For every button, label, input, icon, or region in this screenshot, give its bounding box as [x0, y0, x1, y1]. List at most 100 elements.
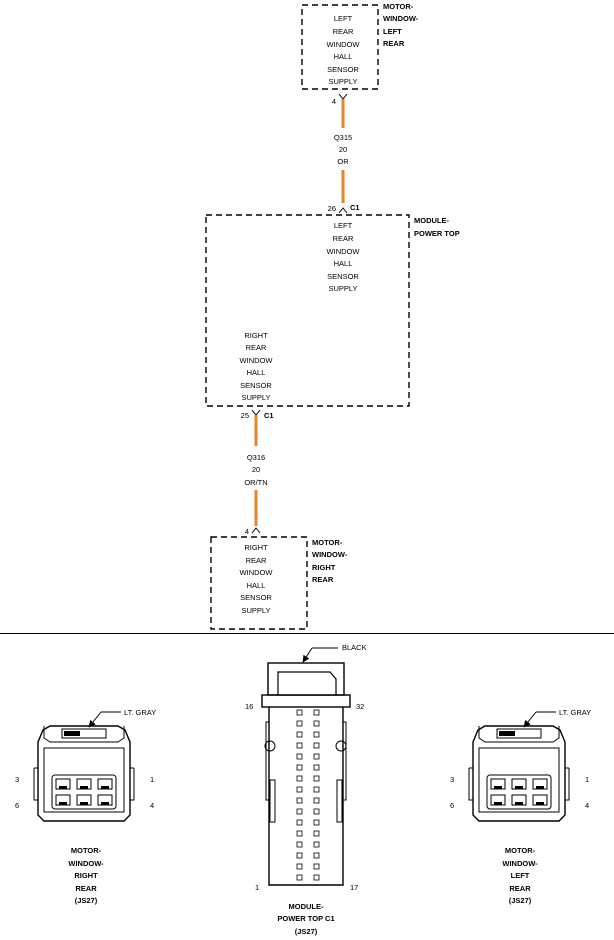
function-line: SENSOR	[240, 593, 272, 602]
connector-cavity	[296, 753, 303, 760]
leader-arrow	[302, 647, 313, 663]
name-line: MOTOR-	[383, 2, 414, 11]
function-line: LEFT	[334, 14, 353, 23]
name-line: POWER TOP	[414, 229, 460, 238]
function-line: SENSOR	[327, 65, 359, 74]
connector-pin-symbol	[338, 93, 348, 100]
caption-line: LEFT	[511, 871, 530, 880]
function-line: SUPPLY	[241, 606, 270, 615]
wire-q316: Q316 20 OR/TN	[244, 415, 268, 526]
housing-lock	[43, 726, 125, 743]
pin-label-3: 3	[15, 775, 19, 784]
connector-caption: MODULE- POWER TOP C1 (JS27)	[277, 902, 334, 936]
caption-line: (JS27)	[75, 896, 98, 905]
caption-line: POWER TOP C1	[277, 914, 334, 923]
lock-tab-fill	[499, 731, 515, 736]
leader-arrow	[88, 711, 102, 728]
latch-slot	[269, 779, 276, 823]
connector-caption: MOTOR- WINDOW- RIGHT REAR (JS27)	[68, 846, 104, 905]
terminal	[515, 802, 523, 805]
name-line: WINDOW-	[383, 14, 419, 23]
function-line: HALL	[334, 52, 353, 61]
cavity-block	[51, 774, 117, 810]
connector-pin-symbol	[251, 527, 261, 534]
function-line: SENSOR	[327, 272, 359, 281]
component-boundary	[205, 214, 410, 407]
leader-arrow	[523, 711, 537, 728]
function-line: HALL	[247, 368, 266, 377]
lock-tab-fill	[64, 731, 80, 736]
caption-line: REAR	[509, 884, 531, 893]
caption-line: MODULE-	[289, 902, 324, 911]
connector-cavity	[296, 709, 303, 716]
function-line: REAR	[246, 343, 267, 352]
connector-cavity	[296, 797, 303, 804]
terminal	[101, 802, 109, 805]
connector-pin-symbol	[251, 409, 261, 416]
name-line: LEFT	[383, 27, 402, 36]
connector-cavity	[313, 863, 320, 870]
wire-circuit: Q315	[334, 133, 352, 142]
caption-line: WINDOW-	[68, 859, 104, 868]
wire-circuit: Q316	[247, 453, 265, 462]
connector-cavity	[296, 874, 303, 881]
caption-line: WINDOW-	[502, 859, 538, 868]
connector-cavity	[296, 863, 303, 870]
connector-inner-wall	[478, 747, 560, 813]
function-line: SUPPLY	[328, 77, 357, 86]
connector-id: C1	[350, 203, 360, 212]
connector-cavity	[296, 808, 303, 815]
connector-cavity	[313, 841, 320, 848]
name-line: MOTOR-	[312, 538, 343, 547]
pin-number: 4	[332, 97, 336, 106]
function-line: WINDOW	[240, 568, 274, 577]
terminal	[536, 802, 544, 805]
pin-label-32: 32	[356, 702, 364, 711]
connector-face	[468, 725, 570, 822]
name-line: RIGHT	[312, 563, 336, 572]
pin-number: 4	[245, 527, 249, 536]
connector-housing	[37, 725, 131, 822]
connector-cavity	[313, 786, 320, 793]
connector-view-center: BLACK 16 32 1 17 MODULE- POWER TOP C1 (J…	[245, 643, 367, 936]
connector-cavity	[313, 709, 320, 716]
connector-cavity	[296, 720, 303, 727]
component-name-label: MOTOR- WINDOW- RIGHT REAR	[312, 538, 348, 584]
function-line: RIGHT	[244, 331, 268, 340]
terminal	[101, 786, 109, 789]
latch-right	[130, 767, 135, 801]
module-function-bottom: RIGHT REAR WINDOW HALL SENSOR SUPPLY	[240, 331, 274, 402]
connector-pin-symbol	[338, 207, 348, 214]
connector-cavity	[313, 874, 320, 881]
connector-cavity	[313, 720, 320, 727]
body-rails	[265, 721, 347, 801]
pin-label-1: 1	[585, 775, 589, 784]
connector-cavity	[296, 819, 303, 826]
name-line: REAR	[383, 39, 405, 48]
function-line: RIGHT	[244, 543, 268, 552]
function-line: REAR	[246, 556, 267, 565]
terminal	[494, 786, 502, 789]
connector-color-label: LT. GRAY	[559, 708, 591, 717]
connector-cavity	[313, 819, 320, 826]
connector-key	[277, 671, 337, 696]
pin-number: 26	[328, 204, 336, 213]
connector-cavity	[313, 753, 320, 760]
pin-label-1: 1	[150, 775, 154, 784]
terminal	[536, 786, 544, 789]
function-line: HALL	[247, 581, 266, 590]
connector-cavity	[313, 742, 320, 749]
connector-view-right: LT. GRAY 3 1 6 4 MOTOR- WINDOW- LEFT REA…	[450, 708, 591, 905]
component-function-label: RIGHT REAR WINDOW HALL SENSOR SUPPLY	[240, 543, 274, 615]
wire-gauge: 20	[252, 465, 260, 474]
function-line: REAR	[333, 27, 354, 36]
wire-color: OR	[337, 157, 349, 166]
housing-lock	[478, 726, 560, 743]
function-line: HALL	[334, 259, 353, 268]
connector-body	[268, 707, 344, 886]
pin-label-6: 6	[15, 801, 19, 810]
pin-number: 25	[241, 411, 249, 420]
function-line: REAR	[333, 234, 354, 243]
component-name-label: MOTOR- WINDOW- LEFT REAR	[383, 2, 419, 48]
